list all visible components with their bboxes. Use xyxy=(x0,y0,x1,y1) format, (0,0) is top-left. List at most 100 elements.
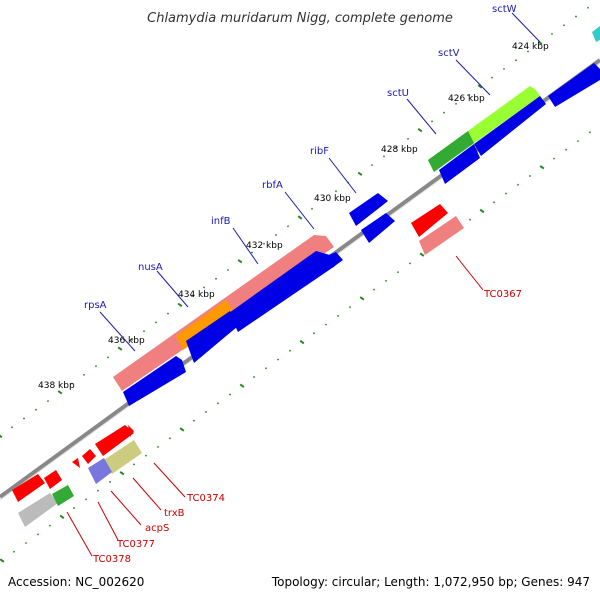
major-tick xyxy=(297,215,303,220)
major-tick xyxy=(59,514,65,520)
cds-nusa[interactable] xyxy=(186,311,238,363)
minor-tick xyxy=(192,419,196,422)
cds-rpsa[interactable] xyxy=(123,356,186,406)
tc0377-cds[interactable] xyxy=(82,449,96,464)
tick-label-434: 434 kbp xyxy=(178,290,215,300)
minor-tick xyxy=(250,251,254,254)
minor-tick xyxy=(310,207,314,210)
tick-label-426: 426 kbp xyxy=(448,94,485,104)
label-rpsa[interactable]: rpsA xyxy=(84,300,107,311)
leader-sctw xyxy=(511,12,541,43)
tc0378-cds[interactable] xyxy=(12,474,45,502)
leader-trxb xyxy=(132,477,162,511)
minor-tick xyxy=(202,286,206,289)
leader-rbfa xyxy=(284,191,315,230)
minor-tick xyxy=(576,139,580,143)
minor-tick xyxy=(504,192,508,195)
forward-gene-labels xyxy=(99,12,541,352)
tc0374-arrow[interactable] xyxy=(128,425,134,437)
leader-infb xyxy=(232,227,259,265)
leader-sctu xyxy=(406,98,437,135)
minor-tick xyxy=(10,426,14,429)
cds-sctu[interactable] xyxy=(439,144,480,184)
minor-tick xyxy=(84,498,88,501)
minor-tick xyxy=(216,402,220,405)
minor-tick xyxy=(262,242,266,245)
major-tick xyxy=(0,558,5,563)
label-sctv[interactable]: sctV xyxy=(438,48,460,59)
tc0367-cds[interactable] xyxy=(411,204,448,237)
minor-tick xyxy=(276,358,280,361)
minor-tick xyxy=(396,271,400,274)
leader-tc0378 xyxy=(66,511,93,557)
tc0378-green[interactable] xyxy=(52,485,74,506)
minor-tick xyxy=(166,312,170,315)
minor-tick xyxy=(226,268,230,272)
leader-nusa xyxy=(156,270,189,308)
minor-tick xyxy=(130,338,134,341)
minor-tick xyxy=(586,6,590,9)
minor-tick xyxy=(204,410,208,414)
major-tick xyxy=(417,127,423,133)
minor-tick xyxy=(564,148,568,151)
minor-tick xyxy=(142,330,146,333)
minor-tick xyxy=(144,454,148,457)
label-ribf[interactable]: ribF xyxy=(310,146,329,157)
label-tc0374[interactable]: TC0374 xyxy=(186,493,225,504)
label-nusa[interactable]: nusA xyxy=(138,262,163,273)
minor-tick xyxy=(348,305,352,309)
sctw-gene[interactable] xyxy=(592,26,600,42)
minor-tick xyxy=(34,408,38,411)
minor-tick xyxy=(516,183,520,186)
cds-infb[interactable] xyxy=(229,251,335,332)
minor-tick xyxy=(96,489,100,492)
minor-tick xyxy=(454,102,458,106)
tc0367-gene[interactable] xyxy=(419,216,464,255)
minor-tick xyxy=(24,541,28,545)
cds-ribf[interactable] xyxy=(349,193,388,226)
minor-tick xyxy=(442,111,446,114)
reverse-gene-label-text: TC0367 TC0374 trxB acpS TC0377 TC0378 xyxy=(92,289,522,565)
minor-tick xyxy=(382,155,386,158)
major-tick xyxy=(537,40,543,45)
tc0378-gene[interactable] xyxy=(18,493,58,527)
minor-tick xyxy=(36,533,40,536)
tc0374-cds[interactable] xyxy=(95,425,134,456)
cds-rbfa[interactable] xyxy=(361,213,395,243)
cds-sctw[interactable] xyxy=(548,63,600,107)
trxb-gene[interactable] xyxy=(104,440,142,474)
minor-tick xyxy=(552,157,556,160)
sctu-gene[interactable] xyxy=(428,131,474,172)
minor-tick xyxy=(132,463,136,466)
label-tc0378[interactable]: TC0378 xyxy=(92,554,131,565)
minor-tick xyxy=(406,137,410,140)
minor-tick xyxy=(408,262,412,265)
leader-tc0377 xyxy=(97,501,119,541)
acps-gene[interactable] xyxy=(88,458,112,484)
tc0377-arrow[interactable] xyxy=(72,458,80,468)
minor-tick xyxy=(492,201,496,204)
label-sctw[interactable]: sctW xyxy=(492,4,517,15)
label-trxb[interactable]: trxB xyxy=(164,508,185,519)
minor-tick xyxy=(502,67,506,71)
minor-tick xyxy=(336,314,340,317)
forward-gene-label-text: sctW sctV sctU ribF rbfA infB nusA rpsA xyxy=(84,4,517,311)
minor-tick xyxy=(286,225,290,228)
nusa-gene[interactable] xyxy=(176,300,236,350)
label-tc0367[interactable]: TC0367 xyxy=(483,289,522,300)
cds-sctv[interactable] xyxy=(474,96,546,156)
major-tick xyxy=(539,165,545,170)
label-sctu[interactable]: sctU xyxy=(387,88,409,99)
label-rbfa[interactable]: rbfA xyxy=(262,180,283,191)
minor-tick xyxy=(288,349,292,352)
label-tc0377[interactable]: TC0377 xyxy=(116,539,155,550)
label-acps[interactable]: acpS xyxy=(145,523,169,534)
minor-tick xyxy=(156,445,160,449)
label-infb[interactable]: infB xyxy=(211,216,231,227)
tick-label-428: 428 kbp xyxy=(381,145,418,155)
leader-acps xyxy=(110,490,142,526)
cds-small[interactable] xyxy=(324,252,343,268)
minor-tick xyxy=(526,50,530,53)
minor-tick xyxy=(322,198,326,202)
tc0378b-cds[interactable] xyxy=(44,470,62,489)
